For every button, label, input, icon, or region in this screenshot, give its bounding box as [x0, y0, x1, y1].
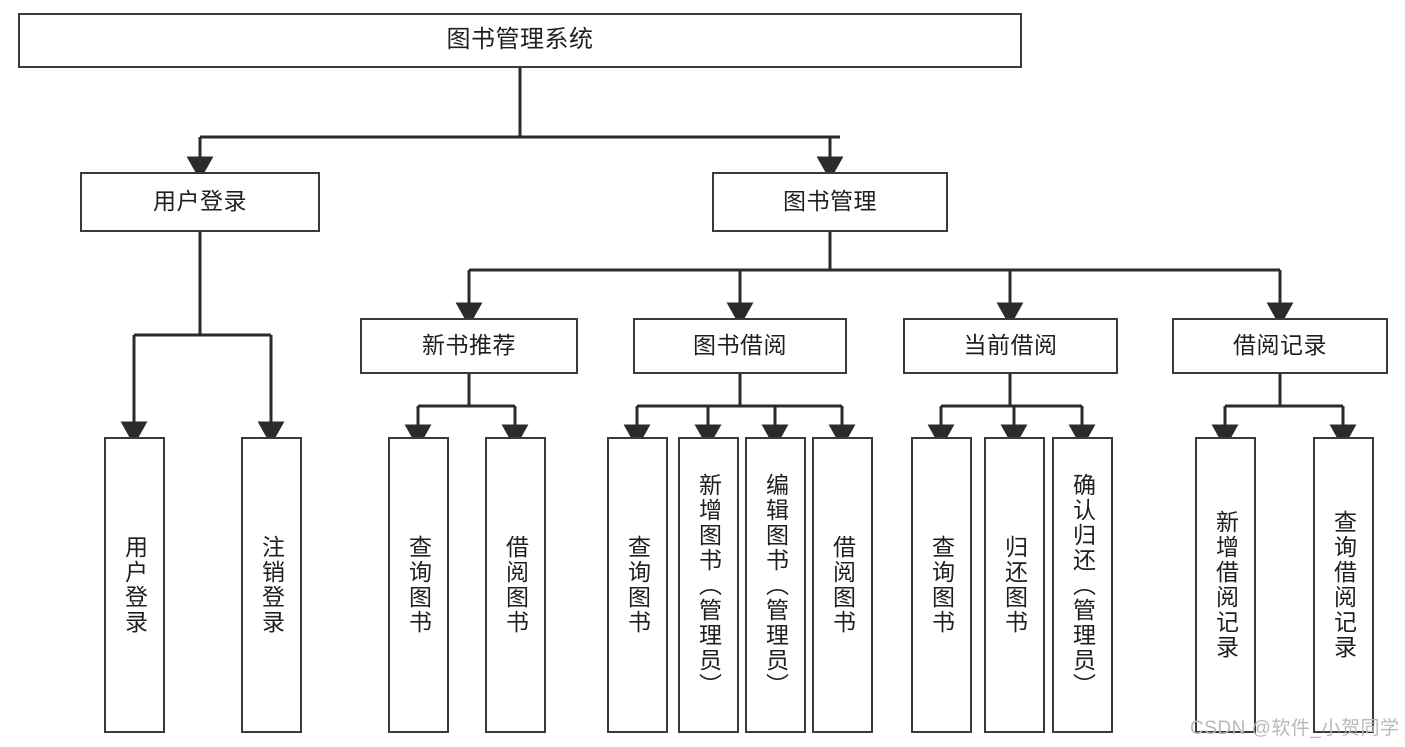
node-new-book-rec-label: 新书推荐 — [422, 332, 516, 359]
node-leaf-return-book[interactable]: 归还图书 — [984, 437, 1045, 733]
node-user-login-label: 用户登录 — [153, 188, 247, 215]
node-leaf-query-book-1-label: 查询图书 — [405, 535, 432, 635]
node-leaf-borrow-book-1-label: 借阅图书 — [502, 535, 529, 635]
node-current-borrow-label: 当前借阅 — [963, 332, 1058, 359]
node-book-borrow[interactable]: 图书借阅 — [633, 318, 847, 374]
node-leaf-query-book-1[interactable]: 查询图书 — [388, 437, 449, 733]
node-leaf-user-logout[interactable]: 注销登录 — [241, 437, 302, 733]
edges — [120, 68, 1357, 449]
node-root-label: 图书管理系统 — [446, 26, 594, 54]
node-leaf-user-login[interactable]: 用户登录 — [104, 437, 165, 733]
node-leaf-return-book-label: 归还图书 — [1001, 535, 1028, 635]
node-leaf-add-record-label: 新增借阅记录 — [1212, 510, 1239, 660]
node-leaf-confirm-return-label: 确认归还（管理员） — [1069, 472, 1096, 698]
csdn-watermark: CSDN @软件_小贺同学 — [1190, 718, 1400, 739]
node-book-manage[interactable]: 图书管理 — [712, 172, 948, 232]
node-leaf-query-record-label: 查询借阅记录 — [1330, 510, 1357, 660]
node-leaf-query-book-2[interactable]: 查询图书 — [607, 437, 668, 733]
node-leaf-borrow-book-1[interactable]: 借阅图书 — [485, 437, 546, 733]
node-leaf-query-book-3[interactable]: 查询图书 — [911, 437, 972, 733]
node-leaf-add-book-label: 新增图书（管理员） — [695, 472, 722, 698]
node-leaf-add-book[interactable]: 新增图书（管理员） — [678, 437, 739, 733]
node-new-book-rec[interactable]: 新书推荐 — [360, 318, 578, 374]
node-leaf-edit-book-label: 编辑图书（管理员） — [762, 472, 789, 698]
node-book-borrow-label: 图书借阅 — [693, 332, 787, 359]
node-leaf-user-login-label: 用户登录 — [121, 535, 148, 635]
node-leaf-edit-book[interactable]: 编辑图书（管理员） — [745, 437, 806, 733]
node-leaf-query-book-3-label: 查询图书 — [928, 535, 955, 635]
node-user-login[interactable]: 用户登录 — [80, 172, 320, 232]
node-book-manage-label: 图书管理 — [783, 188, 877, 215]
node-leaf-borrow-book-2-label: 借阅图书 — [829, 535, 856, 635]
node-borrow-record[interactable]: 借阅记录 — [1172, 318, 1388, 374]
node-leaf-add-record[interactable]: 新增借阅记录 — [1195, 437, 1256, 733]
node-current-borrow[interactable]: 当前借阅 — [903, 318, 1118, 374]
node-leaf-query-book-2-label: 查询图书 — [624, 535, 651, 635]
node-leaf-query-record[interactable]: 查询借阅记录 — [1313, 437, 1374, 733]
node-leaf-confirm-return[interactable]: 确认归还（管理员） — [1052, 437, 1113, 733]
node-root[interactable]: 图书管理系统 — [18, 13, 1022, 68]
node-leaf-user-logout-label: 注销登录 — [258, 535, 285, 635]
node-leaf-borrow-book-2[interactable]: 借阅图书 — [812, 437, 873, 733]
node-borrow-record-label: 借阅记录 — [1233, 332, 1327, 359]
